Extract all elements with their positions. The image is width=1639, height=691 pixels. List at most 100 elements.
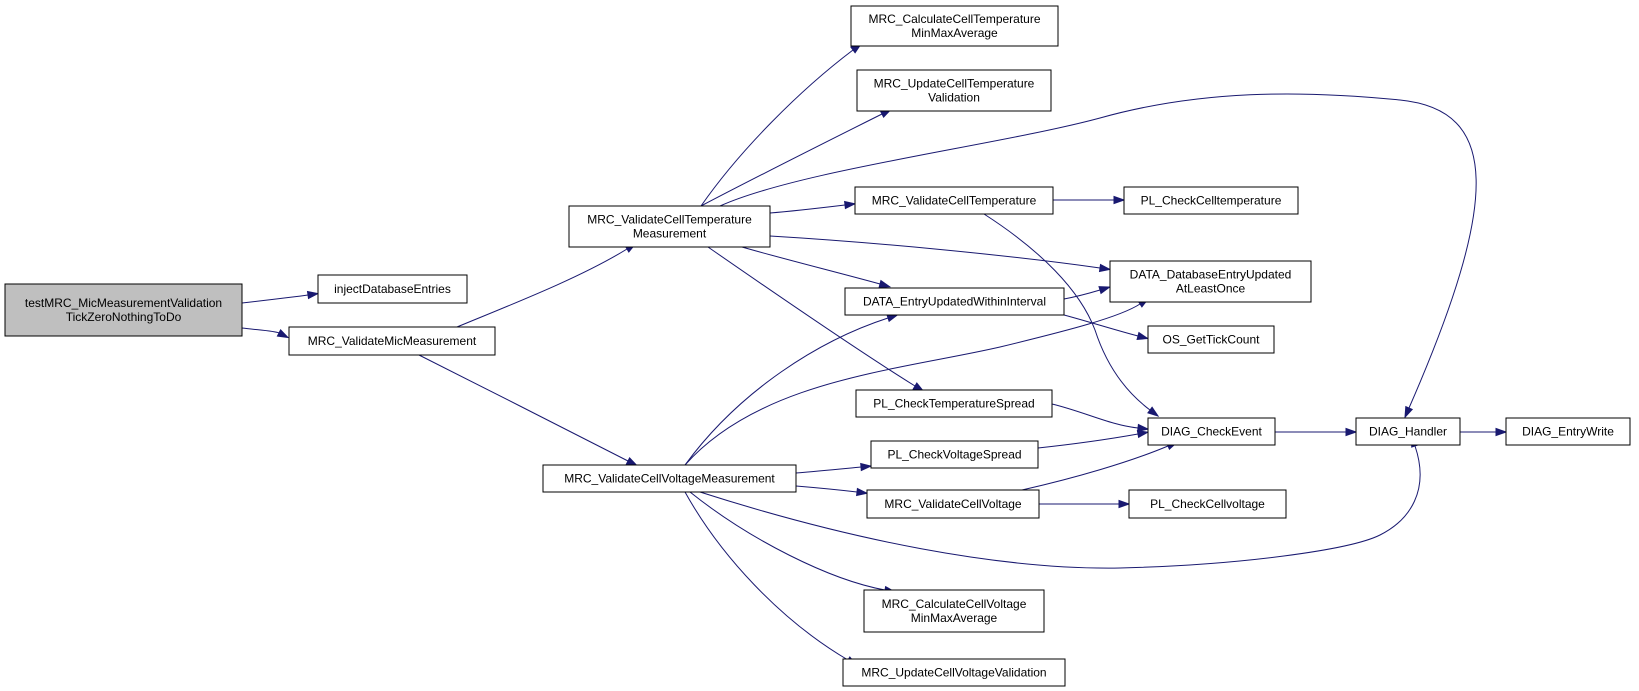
call-edge-validateCellTempMeas-to-checkTempSpread <box>707 246 925 393</box>
edge-line <box>1051 403 1139 429</box>
arrowhead-icon <box>1118 499 1131 509</box>
node-label: DIAG_EntryWrite <box>1522 425 1614 439</box>
node-label: MRC_ValidateCellVoltageMeasurement <box>564 472 775 486</box>
edge-line <box>1063 314 1139 337</box>
function-node-entryUpdatedWithin[interactable]: DATA_EntryUpdatedWithinInterval <box>844 287 1065 316</box>
arrowhead-icon <box>856 487 869 497</box>
node-box <box>1109 260 1312 303</box>
node-box <box>288 326 496 356</box>
node-label: MRC_ValidateCellVoltage <box>884 497 1022 511</box>
function-node-root[interactable]: testMRC_MicMeasurementValidationTickZero… <box>4 283 243 337</box>
call-edge-validateCellTemp-to-checkEvent <box>983 213 1160 417</box>
function-node-updVoltValid[interactable]: MRC_UpdateCellVoltageValidation <box>842 658 1066 687</box>
node-box <box>844 287 1065 316</box>
call-edge-diagHandler-to-entryWrite <box>1459 427 1508 437</box>
function-node-entryWrite[interactable]: DIAG_EntryWrite <box>1505 417 1631 446</box>
node-box <box>1505 417 1631 446</box>
arrowhead-icon <box>1147 406 1160 417</box>
node-label: DATA_EntryUpdatedWithinInterval <box>863 295 1046 309</box>
node-box <box>4 283 243 337</box>
function-node-validateCellVolt[interactable]: MRC_ValidateCellVoltage <box>866 489 1040 519</box>
node-label: AtLeastOnce <box>1176 282 1246 296</box>
edge-line <box>769 235 1101 269</box>
node-box <box>1147 325 1275 354</box>
node-box <box>850 5 1059 47</box>
function-node-validateCellTemp[interactable]: MRC_ValidateCellTemperature <box>854 186 1054 215</box>
node-label: MRC_ValidateMicMeasurement <box>308 334 477 348</box>
call-edge-checkVoltSpread-to-checkEvent <box>1037 429 1150 449</box>
function-node-diagHandler[interactable]: DIAG_Handler <box>1355 417 1461 446</box>
node-label: testMRC_MicMeasurementValidation <box>25 296 222 310</box>
node-label: DIAG_Handler <box>1369 425 1447 439</box>
function-node-checkEvent[interactable]: DIAG_CheckEvent <box>1147 417 1276 446</box>
call-edges <box>241 43 1508 666</box>
node-box <box>842 658 1066 687</box>
arrowhead-icon <box>844 200 857 210</box>
call-edge-validateCellTempMeas-to-diagHandler <box>719 93 1477 419</box>
function-node-checkCellVolt[interactable]: PL_CheckCellvoltage <box>1128 489 1287 519</box>
edge-line <box>707 246 916 387</box>
node-box <box>1128 489 1287 519</box>
node-box <box>542 464 797 493</box>
function-node-calcTempMinMax[interactable]: MRC_CalculateCellTemperatureMinMaxAverag… <box>850 5 1059 47</box>
node-label: MRC_CalculateCellVoltage <box>882 597 1027 611</box>
function-nodes: testMRC_MicMeasurementValidationTickZero… <box>4 5 1631 687</box>
edge-line <box>795 466 862 474</box>
arrowhead-icon <box>1404 405 1414 419</box>
arrowhead-icon <box>1137 423 1150 433</box>
edge-line <box>1063 289 1101 300</box>
node-label: TickZeroNothingToDo <box>66 310 182 324</box>
edge-line <box>1021 445 1169 491</box>
edge-line <box>719 93 1477 409</box>
call-edge-entryUpdatedWithin-to-tickCount <box>1063 314 1150 340</box>
function-node-checkTempSpread[interactable]: PL_CheckTemperatureSpread <box>855 389 1053 418</box>
arrowhead-icon <box>306 290 320 300</box>
function-node-checkCellTemp[interactable]: PL_CheckCelltemperature <box>1123 186 1299 215</box>
arrowhead-icon <box>1136 331 1150 340</box>
node-label: OS_GetTickCount <box>1163 333 1261 347</box>
node-box <box>1123 186 1299 215</box>
function-node-tickCount[interactable]: OS_GetTickCount <box>1147 325 1275 354</box>
call-edge-validateCellTempMeas-to-calcTempMinMax <box>700 43 863 207</box>
call-edge-validateCellTempMeas-to-validateCellTemp <box>769 200 857 214</box>
edge-line <box>1037 433 1139 449</box>
arrowhead-icon <box>1113 195 1126 205</box>
node-box <box>1355 417 1461 446</box>
function-node-validateCellVoltMeas[interactable]: MRC_ValidateCellVoltageMeasurement <box>542 464 797 493</box>
node-box <box>855 389 1053 418</box>
node-label: PL_CheckCelltemperature <box>1141 194 1282 208</box>
node-label: DIAG_CheckEvent <box>1161 425 1262 439</box>
edge-line <box>684 317 889 466</box>
node-box <box>866 489 1040 519</box>
call-edge-validateCellVolt-to-checkCellVolt <box>1039 499 1131 509</box>
edge-line <box>769 204 846 214</box>
node-box <box>1147 417 1276 446</box>
arrowhead-icon <box>886 314 899 323</box>
node-label: Measurement <box>633 227 707 241</box>
node-box <box>317 274 468 304</box>
edge-line <box>241 294 309 304</box>
call-edge-checkEvent-to-diagHandler <box>1274 427 1358 437</box>
arrowhead-icon <box>1098 286 1112 295</box>
node-label: MinMaxAverage <box>911 26 998 40</box>
node-label: injectDatabaseEntries <box>334 282 451 296</box>
node-box <box>863 589 1045 633</box>
edge-line <box>795 485 858 493</box>
call-edge-validateCellVoltMeas-to-validateCellVolt <box>795 485 869 497</box>
arrowhead-icon <box>860 462 873 472</box>
call-edge-checkTempSpread-to-checkEvent <box>1051 403 1150 433</box>
call-edge-validateCellVoltMeas-to-calcVoltMinMax <box>689 491 897 595</box>
edge-line <box>684 491 849 661</box>
function-node-inject[interactable]: injectDatabaseEntries <box>317 274 468 304</box>
node-box <box>870 440 1039 469</box>
function-node-validateMic[interactable]: MRC_ValidateMicMeasurement <box>288 326 496 356</box>
arrowhead-icon <box>878 279 892 288</box>
function-node-checkVoltSpread[interactable]: PL_CheckVoltageSpread <box>870 440 1039 469</box>
call-edge-validateMic-to-validateCellVoltMeas <box>418 354 639 467</box>
node-label: MRC_ValidateCellTemperature <box>872 194 1037 208</box>
